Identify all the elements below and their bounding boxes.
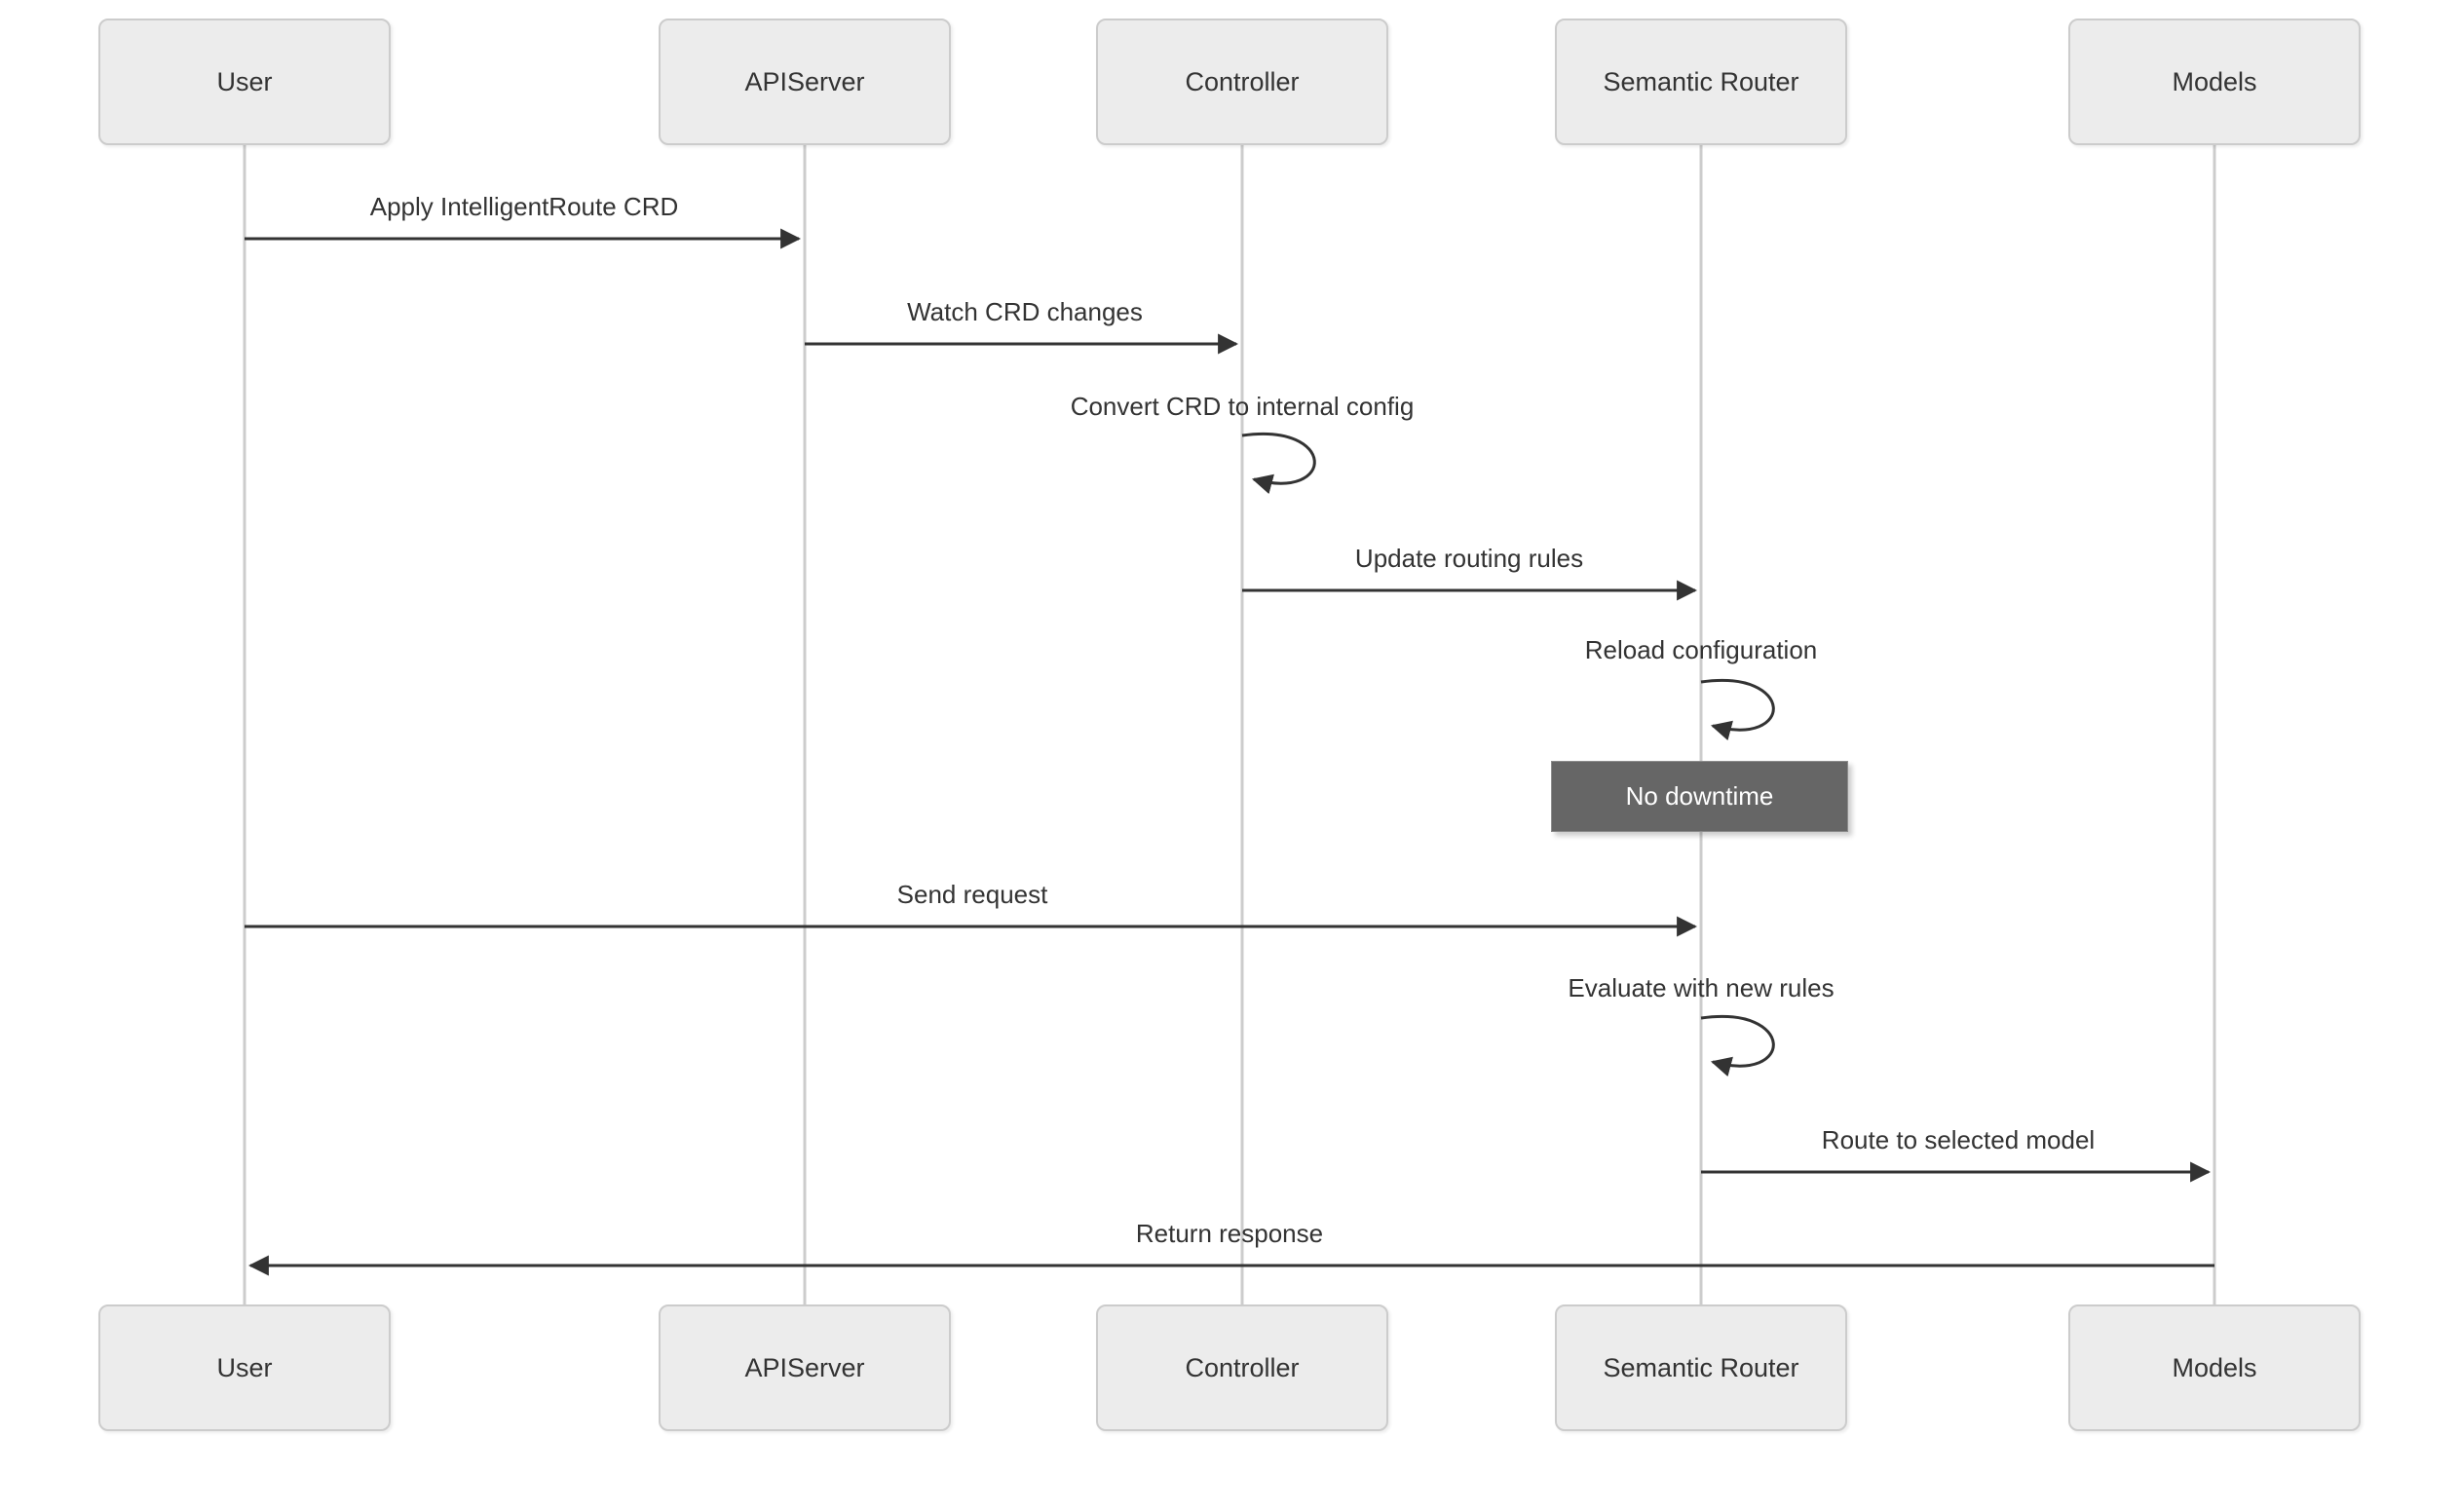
- self-loop-convert-crd: [1241, 432, 1316, 495]
- note-no-downtime: No downtime: [1551, 761, 1848, 832]
- actor-box-models-top: Models: [2068, 19, 2361, 145]
- message-label-send-request: Send request: [896, 880, 1048, 909]
- actor-label: Semantic Router: [1603, 66, 1799, 96]
- message-label-reload-configuration: Reload configuration: [1584, 635, 1818, 664]
- actor-box-semantic-router-top: Semantic Router: [1555, 19, 1847, 145]
- actor-box-controller-bottom: Controller: [1096, 1304, 1388, 1431]
- actor-label: Controller: [1185, 1352, 1300, 1382]
- actor-box-apiserver-bottom: APIServer: [659, 1304, 951, 1431]
- self-loop-evaluate-new-rules: [1700, 1014, 1775, 1077]
- actor-box-user-bottom: User: [98, 1304, 391, 1431]
- self-loop-reload-configuration: [1700, 678, 1775, 741]
- message-label-evaluate-new-rules: Evaluate with new rules: [1568, 973, 1835, 1002]
- message-label-apply-intelligentroute-crd: Apply IntelligentRoute CRD: [369, 192, 679, 221]
- actor-label: APIServer: [744, 66, 865, 96]
- actor-box-semantic-router-bottom: Semantic Router: [1555, 1304, 1847, 1431]
- message-label-route-to-selected-model: Route to selected model: [1821, 1125, 2096, 1154]
- actor-label: APIServer: [744, 1352, 865, 1382]
- actor-label: User: [216, 66, 273, 96]
- message-label-convert-crd: Convert CRD to internal config: [1070, 392, 1415, 421]
- message-label-update-routing-rules: Update routing rules: [1354, 544, 1584, 573]
- actor-label: Semantic Router: [1603, 1352, 1799, 1382]
- actor-label: User: [216, 1352, 273, 1382]
- actor-label: Models: [2172, 1352, 2257, 1382]
- actor-box-models-bottom: Models: [2068, 1304, 2361, 1431]
- actor-box-user-top: User: [98, 19, 391, 145]
- actor-label: Models: [2172, 66, 2257, 96]
- actor-box-apiserver-top: APIServer: [659, 19, 951, 145]
- message-label-watch-crd-changes: Watch CRD changes: [907, 297, 1143, 326]
- actor-box-controller-top: Controller: [1096, 19, 1388, 145]
- note-label: No downtime: [1625, 781, 1774, 811]
- actor-label: Controller: [1185, 66, 1300, 96]
- message-label-return-response: Return response: [1135, 1219, 1324, 1248]
